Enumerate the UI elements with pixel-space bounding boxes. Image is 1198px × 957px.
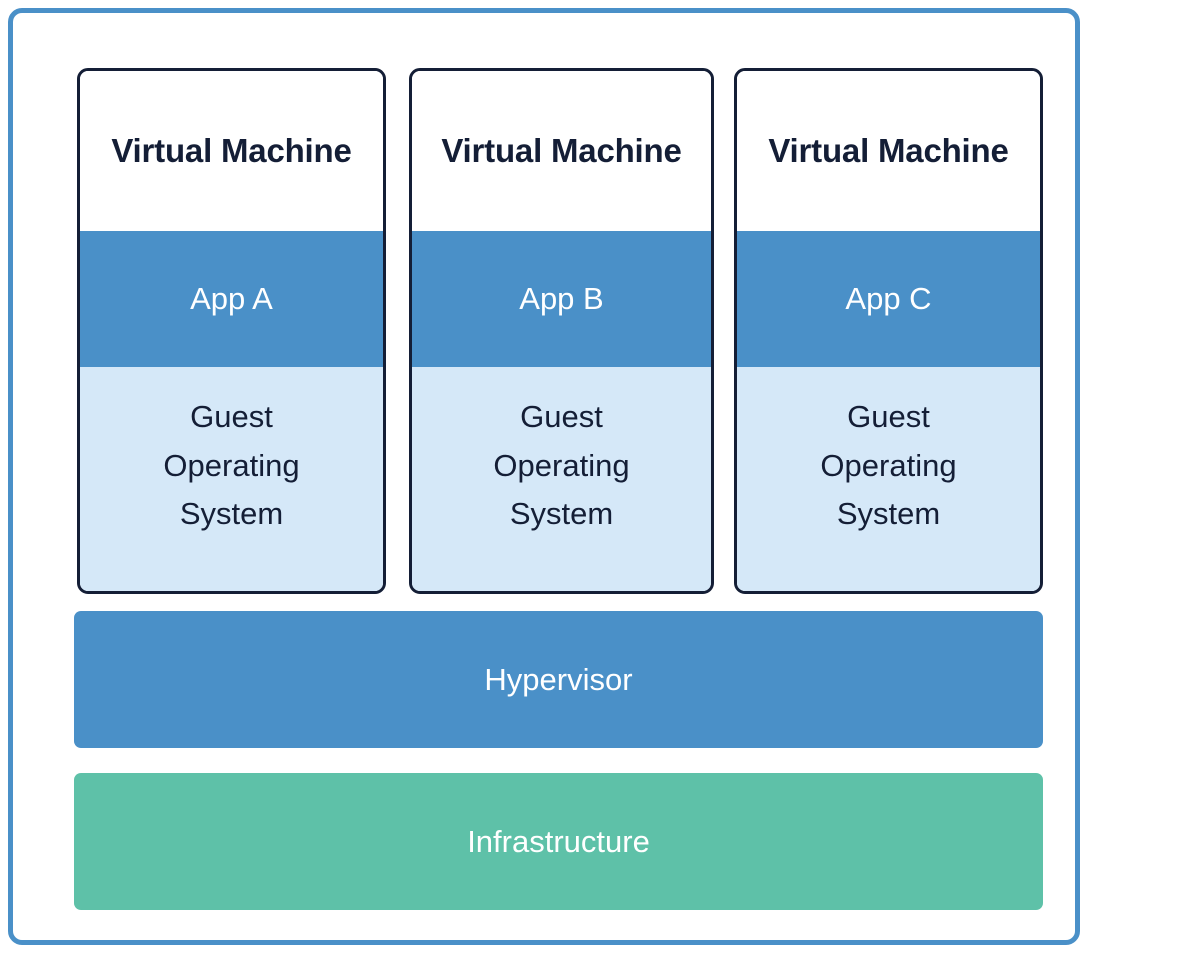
virtual-machine-box-1[interactable]: Virtual Machine App A Guest Operating Sy… — [77, 68, 386, 594]
vm-app-label-2: App B — [519, 281, 604, 316]
vm-title-zone-3: Virtual Machine — [737, 71, 1040, 231]
diagram-outer-frame: Virtual Machine App A Guest Operating Sy… — [8, 8, 1080, 945]
vm-title-zone-2: Virtual Machine — [412, 71, 711, 231]
vm-app-band-3[interactable]: App C — [737, 231, 1040, 367]
vm-guest-os-zone-2[interactable]: Guest Operating System — [412, 367, 711, 591]
vm-app-label-1: App A — [190, 281, 273, 316]
hypervisor-layer[interactable]: Hypervisor — [74, 611, 1043, 748]
vm-guest-os-label-1: Guest Operating System — [163, 398, 300, 532]
vm-guest-os-zone-3[interactable]: Guest Operating System — [737, 367, 1040, 591]
vm-title-1: Virtual Machine — [111, 132, 352, 169]
infrastructure-label: Infrastructure — [467, 823, 650, 859]
infrastructure-layer[interactable]: Infrastructure — [74, 773, 1043, 910]
vm-app-band-1[interactable]: App A — [80, 231, 383, 367]
vm-title-zone-1: Virtual Machine — [80, 71, 383, 231]
vm-guest-os-label-2: Guest Operating System — [493, 398, 630, 532]
vm-title-2: Virtual Machine — [441, 132, 682, 169]
vm-app-label-3: App C — [845, 281, 932, 316]
vm-guest-os-zone-1[interactable]: Guest Operating System — [80, 367, 383, 591]
hypervisor-label: Hypervisor — [484, 661, 633, 697]
virtual-machine-box-2[interactable]: Virtual Machine App B Guest Operating Sy… — [409, 68, 714, 594]
vm-app-band-2[interactable]: App B — [412, 231, 711, 367]
vm-guest-os-label-3: Guest Operating System — [820, 398, 957, 532]
virtual-machine-box-3[interactable]: Virtual Machine App C Guest Operating Sy… — [734, 68, 1043, 594]
vm-title-3: Virtual Machine — [768, 132, 1009, 169]
